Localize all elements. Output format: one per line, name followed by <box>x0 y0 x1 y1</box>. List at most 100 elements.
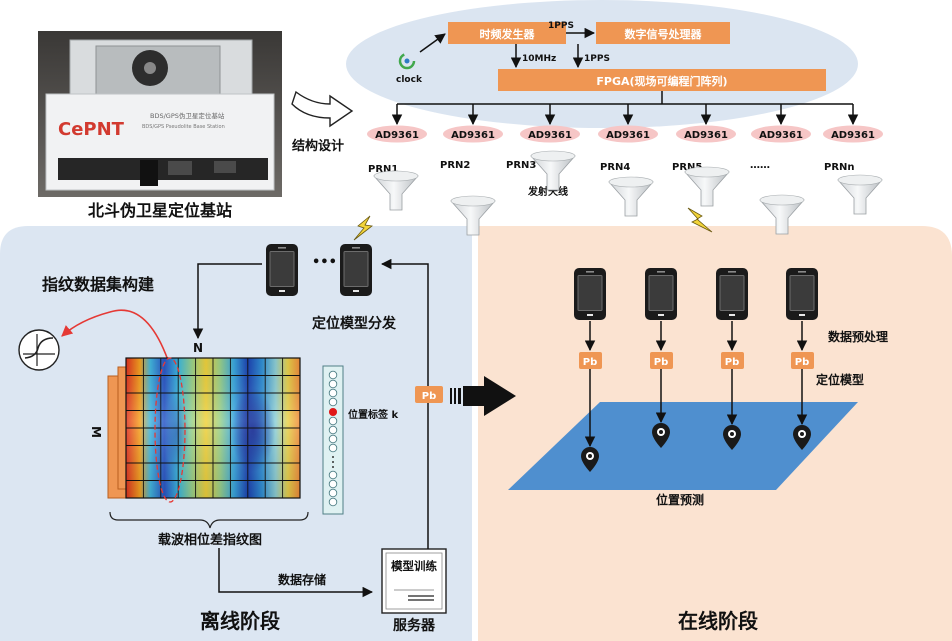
lightning-icon <box>687 207 713 233</box>
data-storage-label: 数据存储 <box>278 572 326 587</box>
fpga-box: FPGA(现场可编程门阵列) <box>498 69 826 91</box>
ad9361-chip-7: AD9361 <box>823 125 883 143</box>
location-pin-icon <box>652 423 670 448</box>
station-caption: 北斗伪卫星定位基站 <box>88 201 232 220</box>
carrier-phase-map <box>125 357 301 503</box>
antenna-icon <box>684 166 730 207</box>
antenna-row <box>373 150 883 236</box>
phones-ellipsis: ••• <box>312 255 337 270</box>
position-label-k-marker <box>328 407 338 417</box>
pps-mid-label: 1PPS <box>584 54 610 64</box>
hollow-arrow-icon <box>291 90 354 128</box>
position-label-slot <box>328 397 338 407</box>
online-column-2: Pb <box>645 268 677 448</box>
online-column-4: Pb <box>786 268 818 450</box>
timing-generator-label: 时频发生器 <box>480 27 536 41</box>
prn-label-1: PRN1 <box>368 164 398 175</box>
antenna-icon <box>450 195 496 236</box>
pb-label: Pb <box>654 357 669 368</box>
server-to-phone-arrow <box>380 258 429 549</box>
position-label-slot <box>328 497 338 507</box>
phone-icon <box>716 268 748 320</box>
server-icon <box>381 548 447 614</box>
pb-badge: Pb <box>791 352 814 369</box>
pb-badge: Pb <box>721 352 744 369</box>
prn-label-7: PRNn <box>824 162 855 173</box>
label-ellipsis-dot <box>332 461 334 463</box>
online-columns: Pb Pb <box>574 268 818 472</box>
prn-label-5: PRN5 <box>672 162 702 173</box>
location-model-label: 定位模型 <box>816 372 864 387</box>
ad9361-chip-5: AD9361 <box>676 125 736 143</box>
position-label-slot <box>328 379 338 389</box>
position-label-slot <box>328 388 338 398</box>
storage-arrow <box>218 548 374 598</box>
clock-icon <box>398 52 416 70</box>
offline-stage-title: 离线阶段 <box>200 609 280 633</box>
pb-label-offline: Pb <box>422 391 437 402</box>
ad9361-label-6: AD9361 <box>759 130 803 141</box>
pb-label: Pb <box>725 357 740 368</box>
ad9361-label-7: AD9361 <box>831 130 875 141</box>
pb-label: Pb <box>795 357 810 368</box>
position-label-slot <box>328 470 338 480</box>
phone-icon <box>786 268 818 320</box>
clock-arrow <box>419 33 446 53</box>
location-plane <box>508 402 858 490</box>
pb-badge: Pb <box>579 352 602 369</box>
map-brace <box>109 511 309 529</box>
ad9361-label-5: AD9361 <box>684 130 728 141</box>
phase-map-label: 载波相位差指纹图 <box>158 532 262 548</box>
location-pin-icon <box>581 447 599 472</box>
model-train-label: 模型训练 <box>391 559 437 573</box>
pb-label: Pb <box>583 357 598 368</box>
clock-label: clock <box>396 75 423 85</box>
prn-label-2: PRN2 <box>440 160 470 171</box>
function-plot-icon <box>18 329 60 371</box>
timing-generator-box: 时频发生器 <box>448 22 566 44</box>
structure-design-label: 结构设计 <box>292 138 344 154</box>
antenna-icon <box>759 194 805 235</box>
ad9361-chip-3: AD9361 <box>520 125 580 143</box>
position-label-slot <box>328 416 338 426</box>
ad9361-row: AD9361 AD9361 AD9361 AD9361 AD9361 AD936… <box>367 125 883 143</box>
antenna-icon <box>837 174 883 215</box>
position-label-slot <box>328 434 338 444</box>
prn-label-3: PRN3 <box>506 160 536 171</box>
antenna-icon <box>530 150 576 191</box>
position-label-slot <box>328 425 338 435</box>
phone-icon <box>574 268 606 320</box>
ad9361-chip-2: AD9361 <box>443 125 503 143</box>
online-stage-title: 在线阶段 <box>678 609 758 633</box>
ad9361-label-4: AD9361 <box>606 130 650 141</box>
phone-icon <box>645 268 677 320</box>
prn-label-4: PRN4 <box>600 162 630 173</box>
transfer-arrow-icon <box>450 376 516 416</box>
pb-badge: Pb <box>650 352 673 369</box>
m-dimension-label: M <box>89 426 103 438</box>
position-label-k: 位置标签 k <box>348 408 398 421</box>
online-column-3: Pb <box>716 268 748 450</box>
ad-stems <box>391 104 859 126</box>
position-predict-label: 位置预测 <box>656 492 704 507</box>
lightning-icon <box>353 215 373 241</box>
ad9361-label-2: AD9361 <box>451 130 495 141</box>
position-label-slot <box>328 479 338 489</box>
position-label-slot <box>328 488 338 498</box>
pps-top-label: 1PPS <box>548 21 574 31</box>
label-ellipsis-dot <box>332 466 334 468</box>
model-distribute-label: 定位模型分发 <box>312 315 397 332</box>
server-label: 服务器 <box>393 617 436 634</box>
station-title-print: BDS/GPS伪卫星定位基站 <box>150 111 225 120</box>
red-curve-arrow <box>61 309 171 367</box>
ad9361-chip-1: AD9361 <box>367 125 427 143</box>
prn-label-6: …… <box>750 160 770 171</box>
phone-to-map-arrow <box>192 263 262 340</box>
phone-icon <box>266 244 298 296</box>
label-ellipsis-dot <box>332 456 334 458</box>
position-label-slot <box>328 370 338 380</box>
brand-logo: CePNT <box>58 119 125 140</box>
ad9361-label-1: AD9361 <box>375 130 419 141</box>
